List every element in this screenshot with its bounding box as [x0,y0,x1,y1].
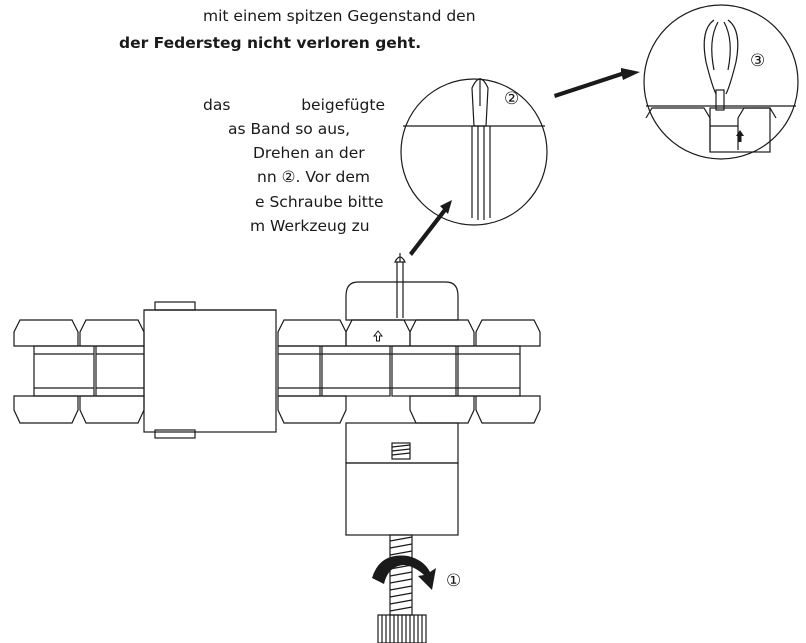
instruction-word: beigefügte [301,96,385,114]
bracelet-right-center [277,345,521,397]
zoom-circle-3 [643,4,799,160]
step-marker-3: ③ [750,51,765,71]
instruction-line-5: Drehen an der [253,144,365,162]
step-marker-2: ② [504,89,519,109]
instruction-line-4: as Band so aus, [228,120,351,138]
knurled-knob [377,614,427,643]
instruction-line-8: m Werkzeug zu [250,217,370,235]
press-tool [345,253,459,536]
bracelet-left-center [33,345,145,397]
zoom-circle-2 [400,78,548,226]
instruction-line-2: der Federsteg nicht verloren geht. [119,34,422,52]
instruction-word: das [203,96,231,114]
bracelet-right-top [277,319,541,347]
bracelet-left-bottom [13,395,145,424]
screw-shaft [389,534,413,616]
step-marker-1: ① [446,571,461,591]
instruction-line-7: e Schraube bitte [255,193,384,211]
watch-case [143,301,277,439]
bracelet-right-bottom [277,395,541,424]
instruction-line-6: nn ②. Vor dem [257,168,370,186]
bracelet-left-top [13,319,145,347]
instruction-line-1: mit einem spitzen Gegenstand den [203,7,476,25]
instruction-line-3: das beigefügte [203,94,385,116]
